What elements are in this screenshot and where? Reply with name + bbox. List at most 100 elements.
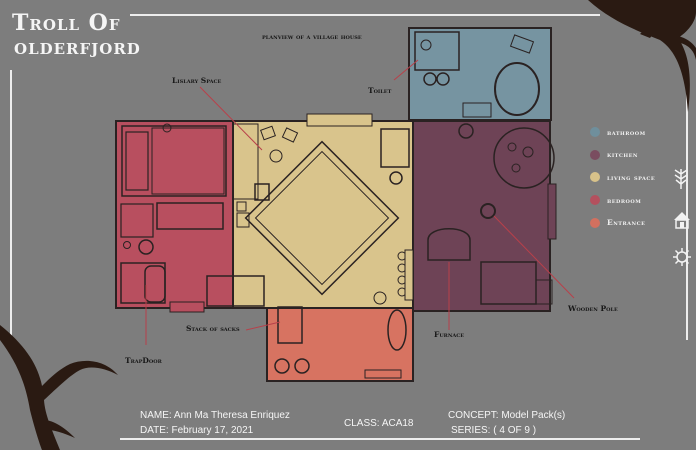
bed-lamp: [162, 123, 172, 133]
book-1: [260, 125, 276, 141]
bed-pillow: [125, 131, 149, 191]
legend-swatch: [590, 149, 600, 160]
plate-3: [511, 163, 521, 173]
small-box-1: [236, 212, 250, 228]
legend-swatch: [590, 172, 600, 183]
legend-label: Entrance: [607, 218, 646, 228]
concept-label: CONCEPT:: [448, 410, 499, 421]
kitchen-shelf: [535, 279, 553, 305]
living-area: [232, 120, 414, 309]
living-rug-inner: [254, 150, 390, 286]
sun-rune-icon: [673, 248, 691, 266]
furnace-label: Furnace: [434, 330, 465, 339]
bookshelf: [232, 123, 259, 200]
frame-right-line: [686, 70, 688, 340]
legend-swatch: [590, 195, 600, 206]
legend-label: living space: [607, 172, 656, 182]
class-value: ACA18: [381, 418, 414, 429]
footer-date: DATE: February 17, 2021: [140, 425, 253, 436]
living-door: [404, 249, 414, 301]
legend-item: bedroom: [590, 189, 655, 212]
legend-item: Entrance: [590, 211, 655, 234]
armchair: [380, 128, 410, 168]
footer-name: NAME: Ann Ma Theresa Enriquez: [140, 410, 290, 421]
legend-swatch: [590, 217, 600, 228]
stack-pointer: [245, 321, 281, 331]
sink: [462, 102, 492, 118]
toilet-label: Toilet: [368, 86, 392, 95]
bucket-1: [423, 72, 437, 86]
bathroom-area: [408, 27, 552, 121]
tree-rune-icon: [674, 169, 688, 189]
bath-stool: [509, 34, 535, 54]
crate: [254, 183, 270, 201]
globe: [269, 149, 283, 163]
trapdoor-label: TrapDoor: [125, 356, 162, 365]
dresser: [156, 202, 224, 230]
sack-stack: [277, 306, 303, 344]
frame-bottom-line: [120, 438, 640, 440]
stack-label: Stack of sacks: [186, 324, 240, 333]
kitchen-stool: [458, 123, 474, 139]
concept-value: Model Pack(s): [501, 410, 566, 421]
table: [206, 275, 265, 307]
bench: [306, 113, 373, 127]
poster-title: Troll Of: [12, 10, 121, 36]
library-pointer: [199, 86, 263, 151]
footer-class: CLASS: ACA18: [344, 418, 414, 429]
legend-item: bathroom: [590, 121, 655, 144]
class-label: CLASS:: [344, 418, 380, 429]
frame-top-line: [130, 14, 600, 16]
plate-1: [507, 142, 517, 152]
living-rug-outer: [244, 140, 400, 296]
legend-item: living space: [590, 166, 655, 189]
furnace: [427, 228, 471, 261]
footer-series: SERIES: ( 4 OF 9 ): [451, 425, 536, 436]
toilet-seat: [420, 39, 432, 51]
frame-left-line: [10, 70, 12, 355]
date-label: DATE:: [140, 425, 169, 436]
hut-icon: [674, 212, 690, 229]
legend-label: kitchen: [607, 150, 638, 160]
stool: [138, 239, 154, 255]
jar-5: [373, 291, 387, 305]
footer-concept: CONCEPT: Model Pack(s): [448, 410, 565, 421]
entrance-pot-1: [274, 358, 290, 374]
toilet-pointer: [393, 59, 419, 81]
bedroom-area: [115, 120, 234, 309]
pole-label: Wooden Pole: [568, 304, 618, 313]
date-value: February 17, 2021: [171, 425, 254, 436]
doormat: [364, 369, 402, 379]
series-value: ( 4 OF 9 ): [493, 425, 537, 436]
toilet-box: [414, 31, 460, 71]
library-label: Lislary Space: [172, 76, 222, 85]
poster-title-line2: OLDERFJORD: [14, 40, 141, 58]
barrel: [144, 265, 166, 303]
small-box-2: [236, 201, 247, 212]
pole-pointer: [493, 215, 575, 299]
name-value: Ann Ma Theresa Enriquez: [173, 410, 290, 421]
antler-top-right-icon: [588, 0, 696, 112]
legend-label: bathroom: [607, 127, 646, 137]
kitchen-table: [493, 127, 555, 189]
entrance-rug: [387, 309, 407, 351]
plan-subtitle: planview of a village house: [262, 32, 362, 41]
bucket-2: [436, 72, 450, 86]
nightstand: [120, 203, 154, 238]
kitchen-door: [547, 183, 557, 240]
bed-blanket: [151, 127, 225, 195]
side-table: [389, 171, 403, 185]
plate-2: [522, 146, 534, 158]
legend-item: kitchen: [590, 144, 655, 167]
entrance-pot-2: [294, 358, 310, 374]
wooden-pole: [480, 203, 496, 219]
legend-label: bedroom: [607, 195, 642, 205]
bedroom-door: [169, 301, 205, 313]
antler-bottom-left-icon: [0, 325, 118, 450]
bed: [121, 125, 227, 197]
pot: [123, 241, 131, 249]
legend: bathroom kitchen living space bedroom En…: [590, 121, 655, 234]
legend-swatch: [590, 127, 600, 138]
